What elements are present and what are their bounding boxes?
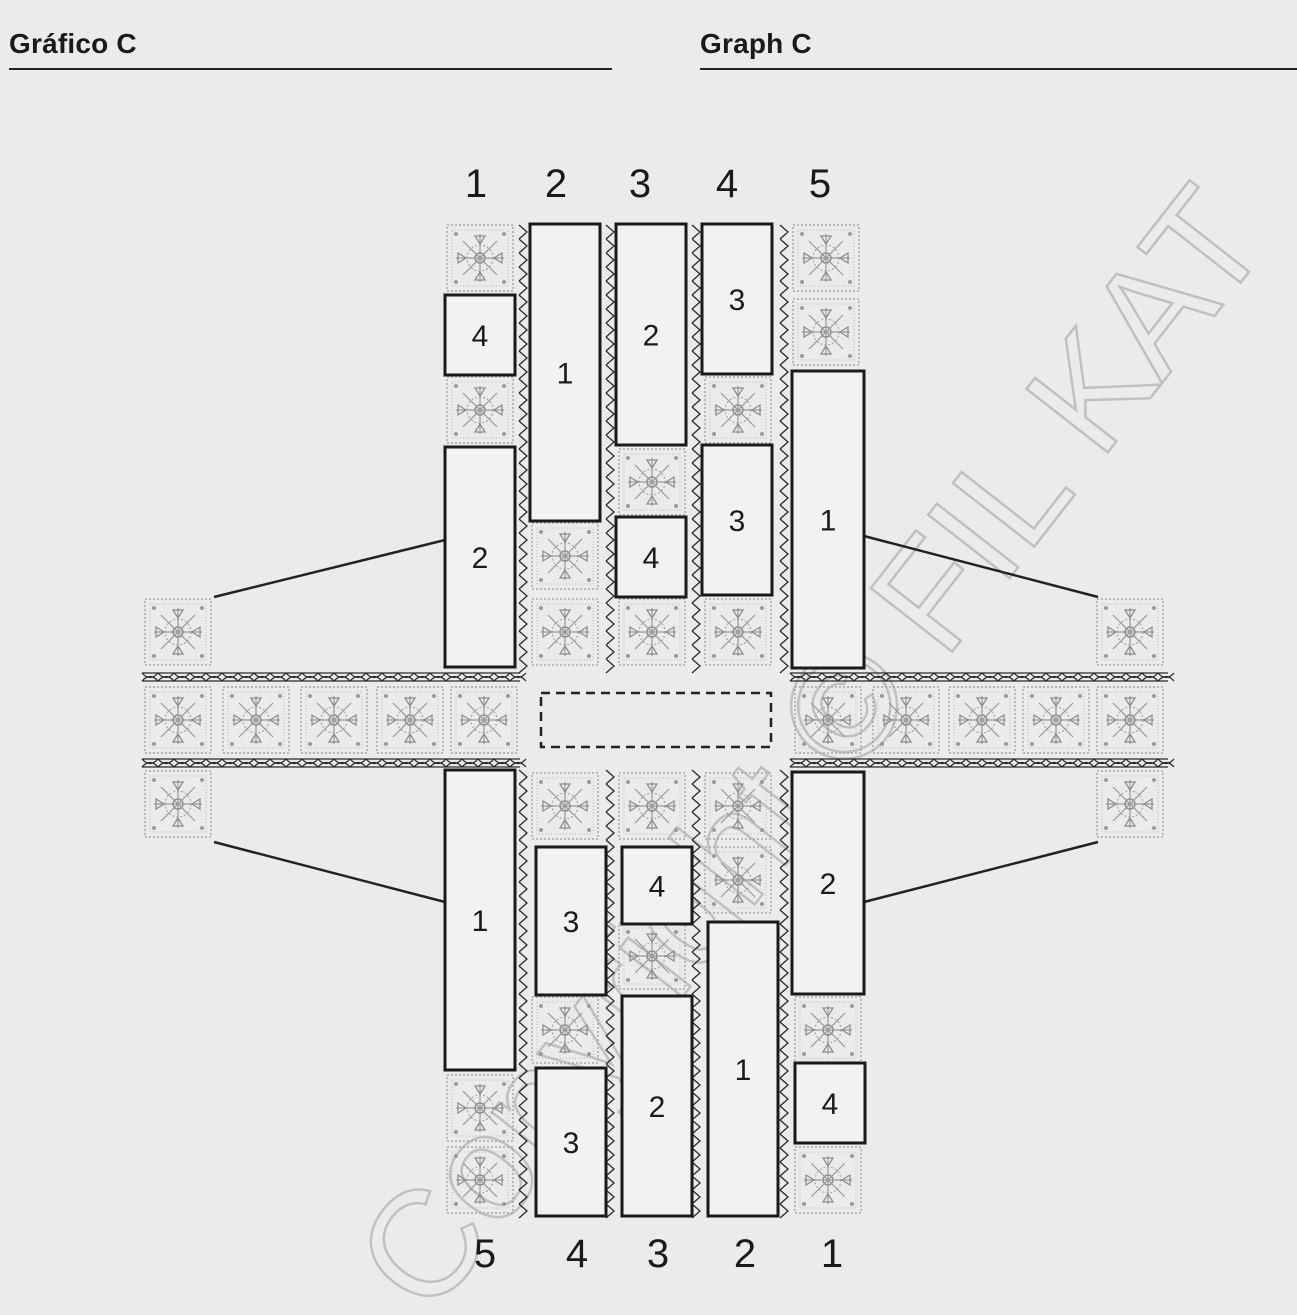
crochet-seam [779,224,789,674]
connector-line [863,840,1099,904]
piece-number: 2 [472,542,489,575]
granny-square-motif [1096,770,1164,838]
heading-english: Graph C [700,28,812,59]
bottom-piece: 3 [534,845,608,997]
bottom-piece: 4 [793,1061,867,1145]
top-piece: 2 [614,222,688,447]
connector-line [213,538,446,599]
piece-number: 2 [649,1091,666,1124]
granny-square-motif [794,996,862,1064]
granny-square-motif [446,376,514,444]
piece-number: 3 [729,505,746,538]
crochet-seam [789,672,1175,682]
piece-number: 1 [820,505,837,538]
granny-square-motif [376,686,444,754]
top-piece: 4 [614,515,688,599]
granny-square-motif [300,686,368,754]
connector-line [213,840,446,904]
bottom-piece: 2 [790,770,866,996]
granny-square-motif [144,770,212,838]
bottom-column-number: 5 [474,1232,496,1276]
crochet-seam [691,224,701,674]
granny-square-motif [794,1146,862,1214]
granny-square-motif [531,522,599,590]
piece-number: 1 [557,358,574,391]
top-column-number: 2 [545,162,567,206]
granny-square-motif [792,298,860,366]
bottom-piece: 1 [443,768,517,1072]
heading-spanish: Gráfico C [9,28,137,59]
bottom-piece: 3 [534,1066,608,1218]
center-opening [539,691,773,749]
bottom-piece: 1 [706,920,780,1218]
piece-number: 1 [472,905,489,938]
piece-number: 4 [649,871,666,904]
crochet-seam [789,758,1175,768]
top-column-number: 5 [809,162,831,206]
piece-number: 4 [472,320,489,353]
granny-square-motif [144,598,212,666]
piece-number: 3 [563,906,580,939]
piece-number: 4 [822,1088,839,1121]
granny-square-motif [704,598,772,666]
crochet-seam [779,769,789,1219]
granny-square-motif [872,686,940,754]
granny-square-motif [144,686,212,754]
piece-number: 3 [563,1127,580,1160]
crochet-seam [518,769,528,1219]
granny-square-motif [446,1146,514,1214]
bottom-column-number: 3 [647,1232,669,1276]
piece-number: 1 [735,1054,752,1087]
top-piece: 1 [790,369,866,670]
bottom-piece: 2 [620,994,694,1218]
piece-number: 4 [643,542,660,575]
top-piece: 1 [528,222,602,523]
heading-underline-right [700,68,1297,70]
granny-square-motif [531,772,599,840]
crochet-seam [518,224,528,674]
piece-number: 2 [820,868,837,901]
granny-square-motif [704,846,772,914]
granny-square-motif [618,772,686,840]
granny-square-motif [446,224,514,292]
granny-square-motif [446,1074,514,1142]
piece-number: 3 [729,284,746,317]
granny-square-motif [618,922,686,990]
top-piece: 3 [700,222,774,376]
connector-line [863,534,1099,599]
bottom-piece: 4 [620,845,694,926]
bottom-column-number: 1 [821,1232,843,1276]
granny-square-motif [531,996,599,1064]
top-column-number: 3 [629,162,651,206]
bottom-column-number: 2 [734,1232,756,1276]
granny-square-motif [222,686,290,754]
top-piece: 3 [700,443,774,597]
crochet-seam [141,758,527,768]
bottom-column-number: 4 [566,1232,588,1276]
granny-square-motif [531,598,599,666]
top-column-number: 4 [716,162,738,206]
granny-square-motif [704,772,772,840]
granny-square-motif [704,376,772,444]
heading-underline-left [9,68,612,70]
piece-number: 2 [643,320,660,353]
granny-square-motif [618,598,686,666]
crochet-seam [605,224,615,674]
granny-square-motif [1096,598,1164,666]
crochet-seam [141,672,527,682]
crochet-seam [605,769,615,1219]
granny-square-motif [450,686,518,754]
granny-square-motif [1096,686,1164,754]
granny-square-motif [792,224,860,292]
granny-square-motif [1022,686,1090,754]
crochet-seam [691,769,701,1219]
granny-square-motif [948,686,1016,754]
granny-square-motif [794,686,862,754]
top-column-number: 1 [465,162,487,206]
granny-square-motif [618,448,686,516]
top-piece: 4 [443,293,517,377]
top-piece: 2 [443,445,517,669]
